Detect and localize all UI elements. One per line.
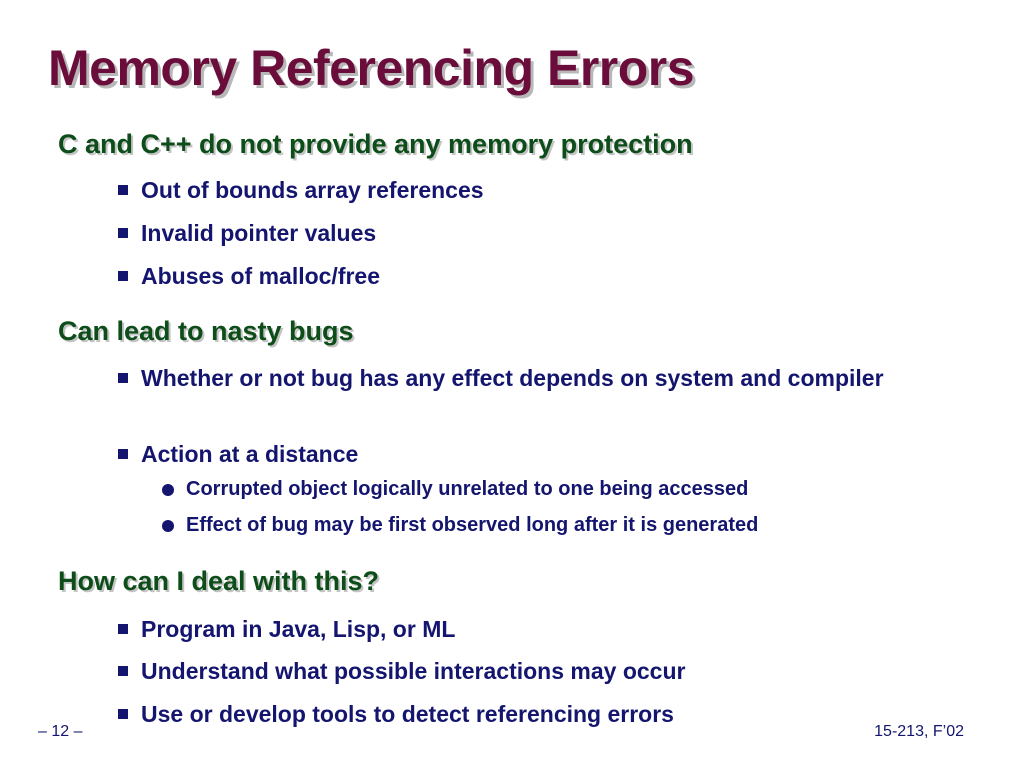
bullet-text: Understand what possible interactions ma…	[141, 658, 686, 684]
bullet-develop-tools: Use or develop tools to detect referenci…	[118, 697, 674, 731]
subbullet-effect-observed: Effect of bug may be first observed long…	[162, 511, 758, 539]
bullet-action-distance: Action at a distance	[118, 437, 358, 471]
bullet-program-java: Program in Java, Lisp, or ML	[118, 612, 455, 646]
square-bullet-icon	[118, 271, 128, 281]
section-heading-nasty-bugs: Can lead to nasty bugs	[58, 316, 354, 346]
round-bullet-icon	[162, 484, 174, 496]
bullet-out-of-bounds: Out of bounds array references	[118, 173, 484, 207]
bullet-text: Use or develop tools to detect referenci…	[141, 701, 674, 727]
bullet-understand-interactions: Understand what possible interactions ma…	[118, 654, 685, 688]
bullet-text: Out of bounds array references	[141, 177, 484, 203]
bullet-bug-effect: Whether or not bug has any effect depend…	[118, 361, 941, 395]
subbullet-text: Corrupted object logically unrelated to …	[186, 478, 749, 500]
square-bullet-icon	[118, 709, 128, 719]
subbullet-corrupted-object: Corrupted object logically unrelated to …	[162, 475, 748, 503]
bullet-invalid-pointer: Invalid pointer values	[118, 216, 376, 250]
course-label: 15-213, F’02	[874, 723, 964, 740]
slide-title: Memory Referencing Errors	[48, 40, 695, 96]
section-heading-deal-with-this: How can I deal with this?	[58, 566, 380, 596]
section-heading-memory-protection: C and C++ do not provide any memory prot…	[58, 129, 693, 159]
square-bullet-icon	[118, 624, 128, 634]
square-bullet-icon	[118, 666, 128, 676]
subbullet-text: Effect of bug may be first observed long…	[186, 514, 759, 536]
square-bullet-icon	[118, 185, 128, 195]
page-number: – 12 –	[38, 723, 83, 740]
bullet-text: Invalid pointer values	[141, 220, 377, 246]
bullet-text: Whether or not bug has any effect depend…	[141, 365, 884, 391]
square-bullet-icon	[118, 228, 128, 238]
square-bullet-icon	[118, 373, 128, 383]
bullet-text: Abuses of malloc/free	[141, 263, 381, 289]
bullet-malloc-free: Abuses of malloc/free	[118, 259, 380, 293]
square-bullet-icon	[118, 449, 128, 459]
bullet-text: Program in Java, Lisp, or ML	[141, 616, 456, 642]
bullet-text: Action at a distance	[141, 441, 359, 467]
round-bullet-icon	[162, 520, 174, 532]
